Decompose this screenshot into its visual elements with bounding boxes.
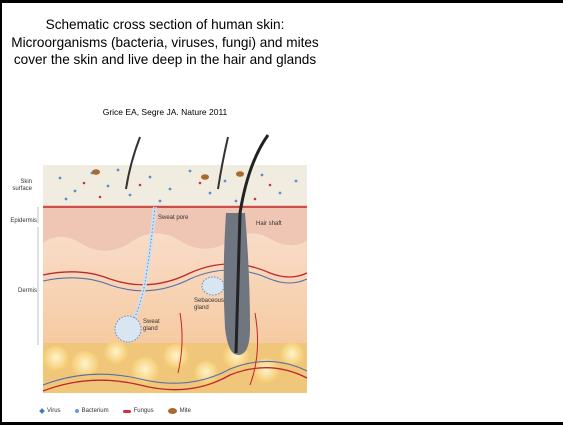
fungus-icon [123, 410, 131, 413]
legend-label: Fungus [134, 408, 154, 414]
epidermis-label: Epidermis [2, 218, 37, 225]
skin-surface-label: Skin surface [2, 179, 32, 193]
skin-illustration [0, 123, 330, 403]
citation: Grice EA, Segre JA. Nature 2011 [10, 107, 320, 117]
slide-title: Schematic cross section of human skin: M… [10, 16, 320, 69]
mite-icon [168, 408, 177, 414]
legend-item-mite: Mite [168, 408, 191, 414]
surface-layer [43, 165, 307, 205]
dermis-layer [43, 233, 307, 348]
legend-label: Bacterium [82, 408, 109, 414]
fat-cells [43, 341, 307, 393]
sebaceous-gland [202, 277, 224, 295]
hair-shaft-label: Hair shaft [256, 221, 282, 228]
skin-cross-section-figure: Skin surface Epidermis Dermis Sweat pore… [0, 123, 330, 403]
legend-label: Mite [180, 408, 191, 414]
sweat-pore-label: Sweat pore [158, 215, 188, 222]
sweat-gland [115, 316, 141, 342]
sebaceous-gland-label: Sebaceous gland [194, 298, 228, 312]
dermis-label: Dermis [2, 288, 37, 295]
virus-icon [39, 408, 45, 414]
bacterium-icon [75, 409, 79, 413]
legend-item-fungus: Fungus [123, 408, 154, 414]
sweat-gland-label: Sweat gland [143, 319, 169, 333]
figure-legend: Virus Bacterium Fungus Mite [40, 405, 191, 417]
legend-item-virus: Virus [40, 408, 61, 414]
legend-label: Virus [47, 408, 61, 414]
legend-item-bacterium: Bacterium [75, 408, 109, 414]
